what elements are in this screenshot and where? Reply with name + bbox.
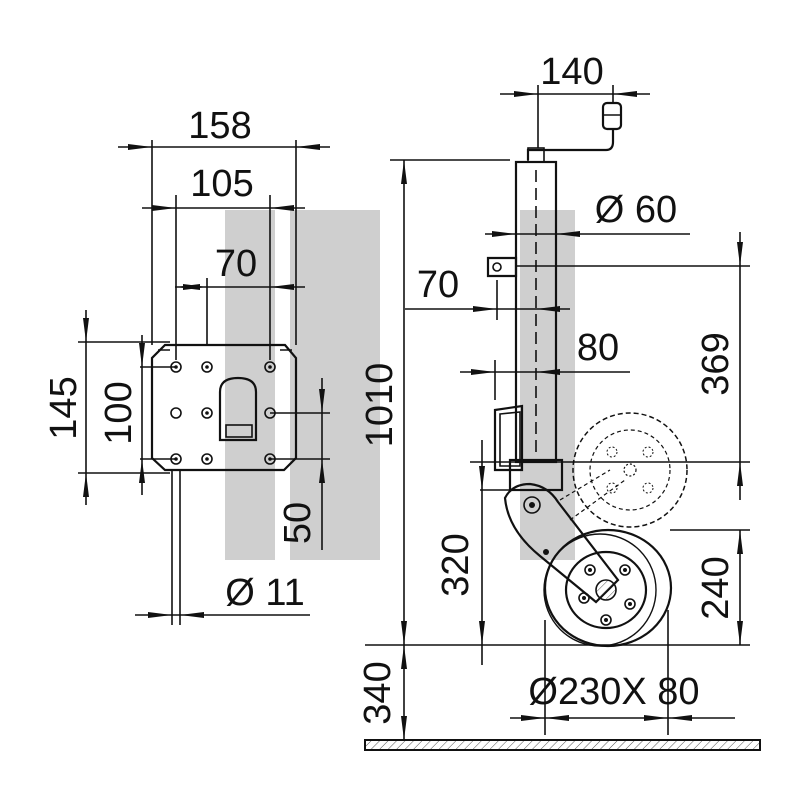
label-70-left: 70 <box>215 243 257 285</box>
right-extension-lines <box>365 85 750 735</box>
swing-arm <box>503 482 620 604</box>
label-145: 145 <box>43 376 85 439</box>
crank-knob <box>601 101 623 131</box>
label-70-right: 70 <box>417 264 459 306</box>
label-240: 240 <box>695 556 737 619</box>
label-320: 320 <box>435 533 477 596</box>
wheel-raised-position <box>559 412 688 528</box>
label-d11: Ø 11 <box>225 572 305 614</box>
top-bracket <box>486 256 518 278</box>
wheel <box>543 528 673 648</box>
watermark-bar-right <box>520 210 575 560</box>
label-100: 100 <box>98 381 140 444</box>
label-1010: 1010 <box>359 363 401 448</box>
watermark-logo <box>225 210 575 560</box>
watermark-bar-center <box>290 210 380 560</box>
wheel-rim <box>564 550 648 630</box>
arm-pivot <box>523 496 541 514</box>
plate-holes <box>170 361 276 465</box>
label-158: 158 <box>188 105 251 147</box>
mounting-plate-view: 158 105 70 145 100 50 Ø 11 <box>43 105 330 625</box>
clamp-slot <box>225 424 253 438</box>
label-50: 50 <box>277 502 319 544</box>
left-extension-lines <box>78 140 330 474</box>
label-105: 105 <box>190 163 253 205</box>
label-140: 140 <box>540 51 603 93</box>
ground-line <box>364 739 761 751</box>
clamp-side <box>493 404 524 472</box>
watermark-bar-left <box>225 210 275 560</box>
clamp-bracket <box>218 376 258 442</box>
crank-handle <box>526 128 615 160</box>
label-wheel-size: Ø230X 80 <box>528 671 699 713</box>
label-80: 80 <box>577 327 619 369</box>
label-369: 369 <box>695 332 737 395</box>
right-dimension-lines <box>401 91 743 740</box>
wheel-hub <box>595 579 617 601</box>
jockey-wheel-view: 140 Ø 60 70 80 369 1010 320 240 340 Ø230… <box>357 51 761 751</box>
label-340: 340 <box>357 661 399 724</box>
left-dimension-lines <box>83 144 330 618</box>
tube-collar <box>508 458 564 492</box>
label-d60: Ø 60 <box>595 189 677 231</box>
